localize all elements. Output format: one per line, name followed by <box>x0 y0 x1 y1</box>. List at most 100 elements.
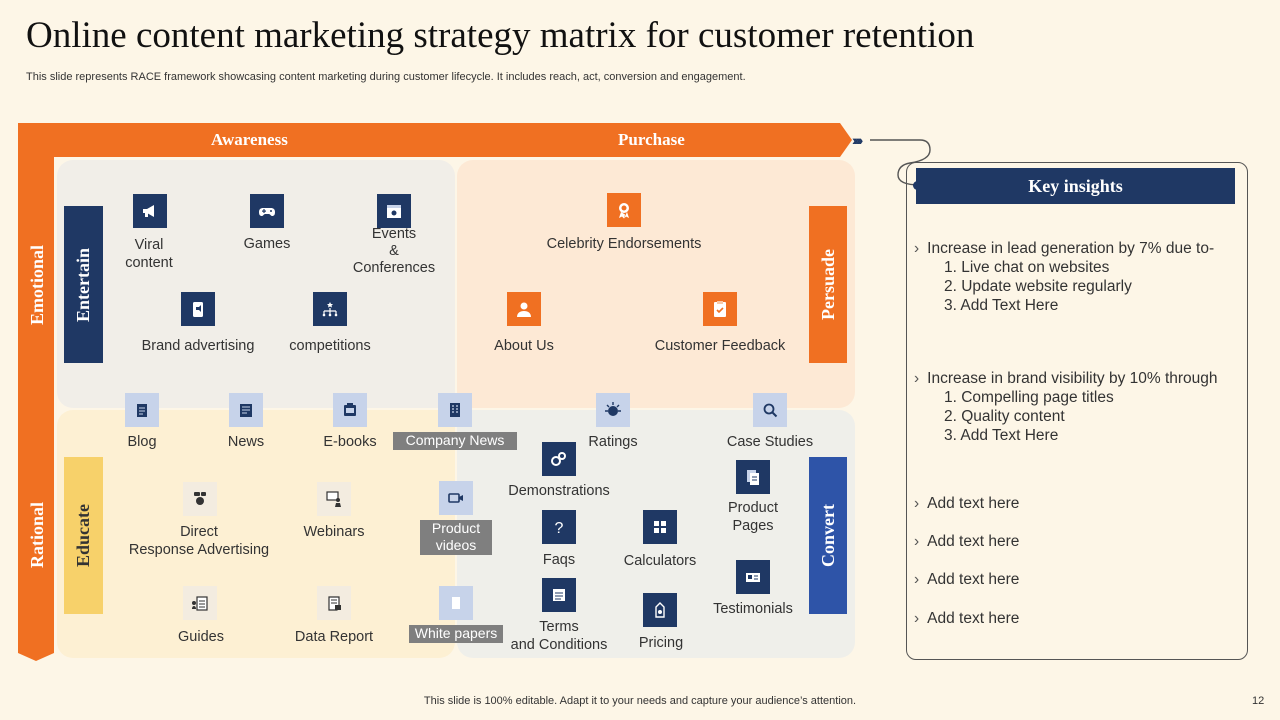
stage-persuade-label: Persuade <box>817 249 838 320</box>
item-case-studies: Case Studies <box>726 434 814 450</box>
checklist-icon <box>183 586 217 620</box>
insight-point-1-sub-2: 2. Update website regularly <box>944 278 1132 295</box>
item-company-news: Company News <box>393 432 517 450</box>
item-product-pages: Product Pages <box>728 500 778 534</box>
tablet-icon <box>333 393 367 427</box>
item-product-videos: Product videos <box>420 520 492 555</box>
item-testimonials: Testimonials <box>713 601 793 617</box>
megaphone-icon <box>133 194 167 228</box>
insight-point-2: ›Increase in brand visibility by 10% thr… <box>914 370 1218 387</box>
svg-text:?: ? <box>555 520 564 537</box>
item-news: News <box>227 434 265 450</box>
insight-extra-3: ›Add text here <box>914 571 1020 588</box>
stage-convert-label: Convert <box>817 504 838 567</box>
item-celebrity-endorsements: Celebrity Endorsements <box>546 236 702 252</box>
insight-extra-3-text: Add text here <box>927 571 1020 588</box>
mobile-ad-icon <box>181 292 215 326</box>
id-card-icon <box>736 560 770 594</box>
item-faqs: Faqs <box>542 552 576 568</box>
insight-point-2-sub-1: 1. Compelling page titles <box>944 389 1114 406</box>
item-direct-response: Direct Response Advertising <box>128 524 270 558</box>
item-ebooks: E-books <box>323 434 377 450</box>
price-tag-icon <box>643 593 677 627</box>
item-data-report: Data Report <box>294 629 374 645</box>
page-number: 12 <box>1252 695 1265 707</box>
insight-point-1-text: Increase in lead generation by 7% due to… <box>927 240 1215 257</box>
insight-extra-2-text: Add text here <box>927 533 1020 550</box>
video-icon <box>439 481 473 515</box>
item-guides: Guides <box>178 629 224 645</box>
hierarchy-icon <box>313 292 347 326</box>
presenter-icon <box>317 482 351 516</box>
axis-emotional: Emotional <box>26 244 47 325</box>
item-white-papers: White papers <box>409 625 503 643</box>
paper-icon <box>439 586 473 620</box>
item-terms: Terms and Conditions <box>510 619 608 653</box>
stage-convert: Convert <box>809 457 847 614</box>
item-brand-advertising: Brand advertising <box>141 338 255 354</box>
stage-entertain: Entertain <box>64 206 103 363</box>
page-subtitle: This slide represents RACE framework sho… <box>26 71 746 83</box>
stage-persuade: Persuade <box>809 206 847 363</box>
stage-entertain-label: Entertain <box>73 247 93 322</box>
building-icon <box>438 393 472 427</box>
item-customer-feedback: Customer Feedback <box>654 338 786 354</box>
question-icon: ? <box>542 510 576 544</box>
item-events: Events & Conferences <box>352 226 436 276</box>
insight-point-2-sub-2: 2. Quality content <box>944 408 1065 425</box>
clipboard-icon <box>703 292 737 326</box>
insights-panel <box>906 162 1248 660</box>
emotional-rational-bar <box>18 123 54 653</box>
scroll-icon <box>317 586 351 620</box>
pages-icon <box>736 460 770 494</box>
item-viral-content: Viral content <box>125 237 173 271</box>
page-title: Online content marketing strategy matrix… <box>26 15 975 56</box>
item-webinars: Webinars <box>303 524 365 540</box>
axis-rational-wrap: Rational <box>24 460 50 610</box>
stage-educate: Educate <box>64 457 103 614</box>
axis-purchase: Purchase <box>618 130 685 149</box>
top-bar-arrowhead <box>840 123 852 157</box>
insight-point-1-sub-3: 3. Add Text Here <box>944 297 1059 314</box>
insight-extra-1-text: Add text here <box>927 495 1020 512</box>
axis-rational: Rational <box>26 501 47 568</box>
stage-educate-label: Educate <box>73 504 93 567</box>
insight-point-2-sub-3: 3. Add Text Here <box>944 427 1059 444</box>
axis-emotional-wrap: Emotional <box>24 200 50 370</box>
insight-extra-1: ›Add text here <box>914 495 1020 512</box>
insight-point-2-text: Increase in brand visibility by 10% thro… <box>927 370 1218 387</box>
axis-awareness: Awareness <box>211 130 288 149</box>
item-games: Games <box>243 236 291 252</box>
item-competitions: competitions <box>289 338 371 354</box>
item-demonstrations: Demonstrations <box>508 483 610 499</box>
item-ratings: Ratings <box>588 434 638 450</box>
footer-note: This slide is 100% editable. Adapt it to… <box>423 695 857 707</box>
item-calculators: Calculators <box>623 553 697 569</box>
chat-person-icon <box>183 482 217 516</box>
magnifier-icon <box>753 393 787 427</box>
person-icon <box>507 292 541 326</box>
star-dial-icon <box>596 393 630 427</box>
item-about-us: About Us <box>494 338 554 354</box>
insights-heading: Key insights <box>916 168 1235 204</box>
chevrons-icon: ››››› <box>852 132 863 148</box>
left-bar-arrowhead <box>18 653 54 661</box>
insight-point-1: ›Increase in lead generation by 7% due t… <box>914 240 1215 257</box>
quadrant-educate <box>57 410 455 658</box>
newspaper-icon <box>229 393 263 427</box>
awareness-purchase-bar <box>18 123 840 157</box>
insight-point-1-sub-1: 1. Live chat on websites <box>944 259 1110 276</box>
insight-extra-4-text: Add text here <box>927 610 1020 627</box>
gears-icon <box>542 442 576 476</box>
insight-extra-2: ›Add text here <box>914 533 1020 550</box>
item-blog: Blog <box>127 434 157 450</box>
calculator-icon <box>643 510 677 544</box>
insight-extra-4: ›Add text here <box>914 610 1020 627</box>
award-icon <box>607 193 641 227</box>
gamepad-icon <box>250 194 284 228</box>
item-pricing: Pricing <box>638 635 684 651</box>
quadrant-persuade <box>457 160 855 408</box>
calendar-icon <box>377 194 411 228</box>
list-icon <box>542 578 576 612</box>
document-icon <box>125 393 159 427</box>
